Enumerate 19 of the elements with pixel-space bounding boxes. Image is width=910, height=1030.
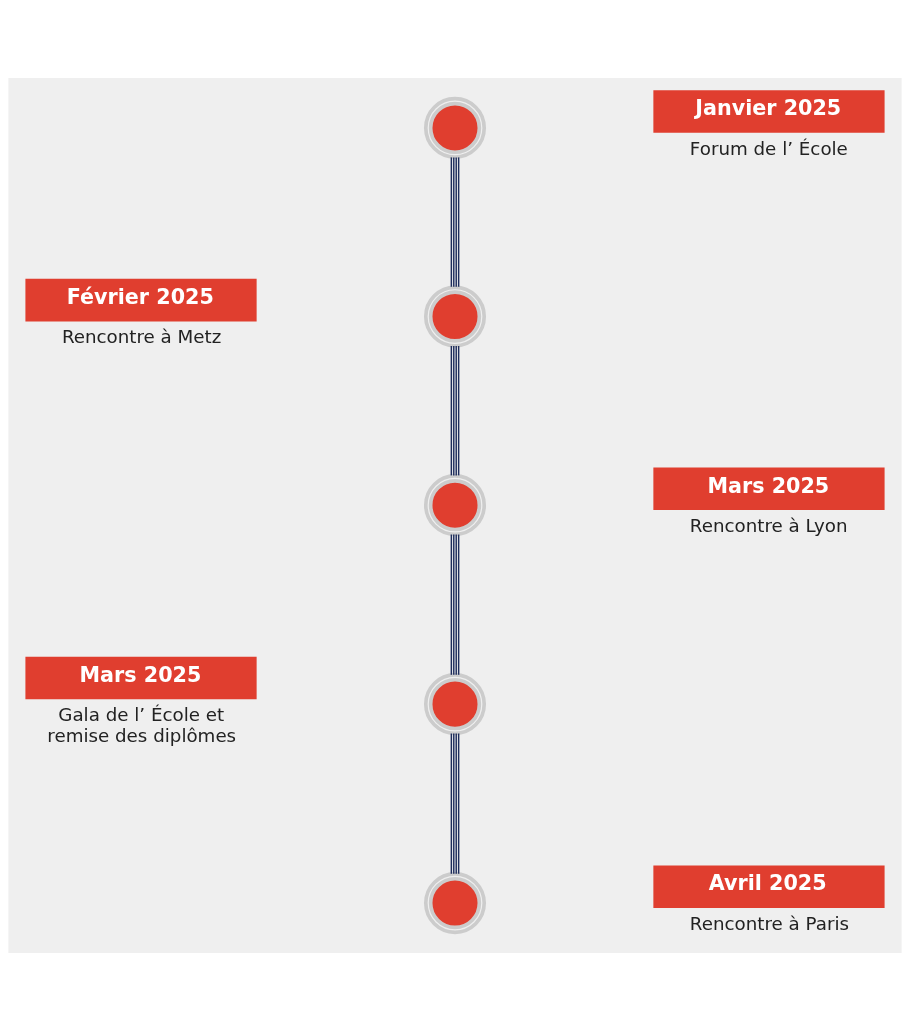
connector — [450, 156, 460, 287]
node-box: Mars 2025 — [653, 466, 885, 510]
node-label: Gala de l’ École et remise des diplômes — [47, 703, 237, 746]
node-label: Rencontre à Metz — [61, 325, 222, 347]
node-label: Rencontre à Lyon — [689, 514, 848, 536]
node-circle — [423, 285, 487, 348]
node-box: Janvier 2025 — [653, 89, 885, 133]
connector — [450, 732, 460, 874]
node-box: Mars 2025 — [25, 656, 257, 699]
connector — [450, 344, 460, 476]
node-label: Rencontre à Paris — [689, 912, 850, 934]
node-circle — [423, 96, 487, 159]
node-box: Avril 2025 — [653, 864, 885, 908]
node-label: Forum de l’ École — [689, 137, 848, 159]
connector — [450, 533, 460, 676]
node-circle — [423, 473, 487, 536]
node-circle — [423, 672, 487, 735]
node-circle — [423, 871, 487, 934]
node-box: Février 2025 — [25, 278, 257, 321]
